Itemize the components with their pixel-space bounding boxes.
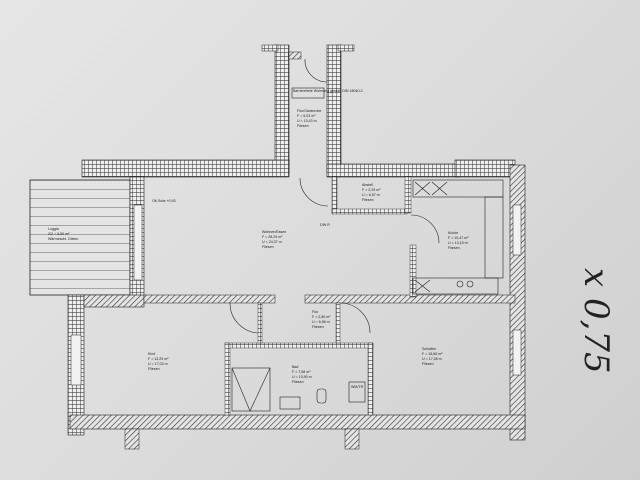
sill-label: OK Brüs +0,93 bbox=[152, 199, 176, 203]
room-name: Küche bbox=[448, 231, 458, 235]
room-floor: Fliesen bbox=[448, 246, 460, 250]
room-perimeter: U = 17,03 m bbox=[148, 362, 168, 366]
room-perimeter: U = 13,15 m bbox=[448, 241, 468, 245]
room-perimeter: U = 24,37 m bbox=[262, 240, 282, 244]
room-name: Kind bbox=[148, 352, 155, 356]
room-floor: Fliesen bbox=[312, 325, 324, 329]
interior-walls bbox=[143, 176, 516, 416]
room-name: Flur bbox=[312, 310, 319, 314]
room-area: F = 28,29 m² bbox=[262, 235, 283, 239]
room-floor: Fliesen bbox=[362, 198, 374, 202]
room-perimeter: U = 10,43 m bbox=[297, 119, 317, 123]
bathroom-fixtures bbox=[231, 367, 366, 412]
room-name: Bad bbox=[292, 365, 298, 369]
room-perimeter: U = 17,28 m bbox=[422, 357, 442, 361]
room-name: Loggia bbox=[48, 227, 59, 231]
room-area: F = 15,65 m² bbox=[422, 352, 443, 356]
room-labels: Barrierefreie Wohnung gemäß DIN 18040-2 … bbox=[48, 89, 469, 389]
windows bbox=[70, 204, 522, 386]
room-floor: Fliesen bbox=[292, 380, 304, 384]
room-area: F = 7,58 m² bbox=[292, 370, 311, 374]
handwritten-scale-note: x 0,75 bbox=[576, 268, 616, 374]
room-floor: Wärmesohl. Dielen bbox=[48, 237, 78, 241]
room-name: Schlafen bbox=[422, 347, 436, 351]
room-floor: Fliesen bbox=[262, 245, 274, 249]
door-label: DIN R bbox=[320, 223, 330, 227]
room-floor: Fliesen bbox=[422, 362, 434, 366]
room-area: F = 2,80 m² bbox=[312, 315, 331, 319]
door-swings bbox=[229, 177, 440, 334]
kitchen-counters bbox=[412, 179, 504, 295]
room-name: Flur/Garderobe bbox=[297, 109, 321, 113]
room-floor: Fliesen bbox=[297, 124, 309, 128]
outer-walls bbox=[67, 159, 526, 450]
entrance-corridor bbox=[261, 44, 355, 174]
room-perimeter: U = 10,90 m bbox=[292, 375, 312, 379]
loggia bbox=[29, 179, 131, 296]
room-area: F = 10,47 m² bbox=[448, 236, 469, 240]
room-perimeter: U = 6,57 m bbox=[362, 193, 380, 197]
room-area: F = 5,03 m² bbox=[297, 114, 316, 118]
room-name: Abstell bbox=[362, 183, 373, 187]
washer-label: WM/TR bbox=[351, 385, 364, 389]
room-area: 2/2 = 5,50 m² bbox=[48, 232, 70, 236]
room-area: F = 13,29 m² bbox=[148, 357, 169, 361]
room-perimeter: U = 6,98 m bbox=[312, 320, 330, 324]
room-name: Wohnen/Essen bbox=[262, 230, 286, 234]
room-floor: Fliesen bbox=[148, 367, 160, 371]
entrance-note: Barrierefreie Wohnung gemäß DIN 18040-2 bbox=[293, 89, 363, 93]
room-area: F = 2,29 m² bbox=[362, 188, 381, 192]
